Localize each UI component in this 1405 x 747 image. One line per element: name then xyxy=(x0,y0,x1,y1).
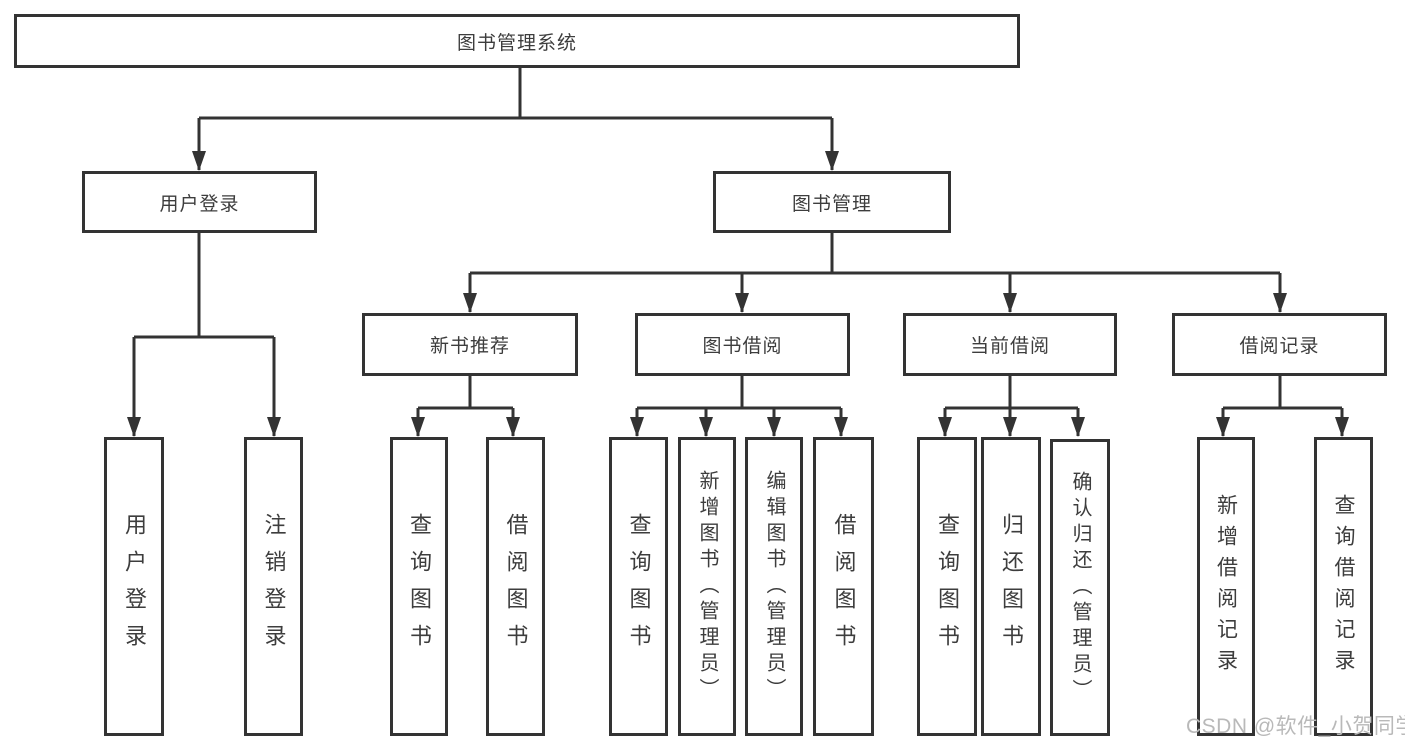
node-return-books-label: 归还图书 xyxy=(999,512,1024,661)
node-query-borrow-record: 查询借阅记录 xyxy=(1314,437,1373,736)
node-user-login-label: 用户登录 xyxy=(159,193,240,215)
node-query-borrow-record-label: 查询借阅记录 xyxy=(1332,493,1355,680)
node-confirm-return-admin: 确认归还（管理员） xyxy=(1050,439,1110,736)
connector-book-management-children xyxy=(463,233,1287,313)
node-return-books: 归还图书 xyxy=(981,437,1041,736)
node-query-books-recommend-label: 查询图书 xyxy=(407,512,432,661)
node-add-books-admin-label: 新增图书（管理员） xyxy=(696,469,718,704)
connector-book-borrowing-children xyxy=(630,376,848,437)
connector-line xyxy=(470,233,1280,275)
node-confirm-return-admin-label: 确认归还（管理员） xyxy=(1069,470,1091,705)
connector-line xyxy=(1223,376,1342,410)
node-edit-books-admin: 编辑图书（管理员） xyxy=(745,437,803,736)
node-root: 图书管理系统 xyxy=(14,14,1020,68)
node-root-label: 图书管理系统 xyxy=(456,32,577,54)
node-edit-books-admin-label: 编辑图书（管理员） xyxy=(763,469,785,704)
node-book-borrowing: 图书借阅 xyxy=(635,313,850,376)
node-new-book-recommend: 新书推荐 xyxy=(362,313,578,376)
node-book-borrowing-label: 图书借阅 xyxy=(702,336,783,357)
connector-new-book-recommend-children xyxy=(411,376,520,437)
node-add-borrow-record: 新增借阅记录 xyxy=(1197,437,1255,736)
node-user-login: 用户登录 xyxy=(82,171,317,233)
connector-current-borrowing-children xyxy=(938,376,1085,437)
node-book-management: 图书管理 xyxy=(713,171,951,233)
node-query-books-borrowing-label: 查询图书 xyxy=(626,512,652,661)
node-add-borrow-record-label: 新增借阅记录 xyxy=(1214,493,1238,680)
node-current-borrowing: 当前借阅 xyxy=(903,313,1117,376)
node-add-books-admin: 新增图书（管理员） xyxy=(678,437,736,736)
connector-line xyxy=(945,376,1078,410)
node-borrow-books-borrowing-label: 借阅图书 xyxy=(831,512,857,661)
node-query-books-recommend: 查询图书 xyxy=(390,437,448,736)
connector-line xyxy=(134,233,274,339)
connector-user-login-children xyxy=(127,233,281,437)
connector-line xyxy=(199,68,832,120)
node-query-books-current-label: 查询图书 xyxy=(935,512,960,661)
node-logout: 注销登录 xyxy=(244,437,303,736)
connector-line xyxy=(418,376,513,410)
node-borrowing-records-label: 借阅记录 xyxy=(1239,336,1320,357)
node-new-book-recommend-label: 新书推荐 xyxy=(429,336,510,357)
node-query-books-borrowing: 查询图书 xyxy=(609,437,668,736)
node-logout-label: 注销登录 xyxy=(261,512,287,661)
node-book-management-label: 图书管理 xyxy=(791,193,872,215)
node-user-login-leaf: 用户登录 xyxy=(104,437,164,736)
node-user-login-leaf-label: 用户登录 xyxy=(122,512,147,661)
node-borrow-books-borrowing: 借阅图书 xyxy=(813,437,874,736)
node-borrow-books-recommend-label: 借阅图书 xyxy=(503,512,529,661)
connector-root-to-level2 xyxy=(192,68,839,171)
node-query-books-current: 查询图书 xyxy=(917,437,977,736)
connector-borrowing-records-children xyxy=(1216,376,1349,437)
csdn-watermark: CSDN @软件_小贺同学 xyxy=(1186,715,1405,738)
node-borrow-books-recommend: 借阅图书 xyxy=(486,437,545,736)
connector-line xyxy=(637,376,841,410)
node-borrowing-records: 借阅记录 xyxy=(1172,313,1387,376)
node-current-borrowing-label: 当前借阅 xyxy=(969,336,1050,357)
